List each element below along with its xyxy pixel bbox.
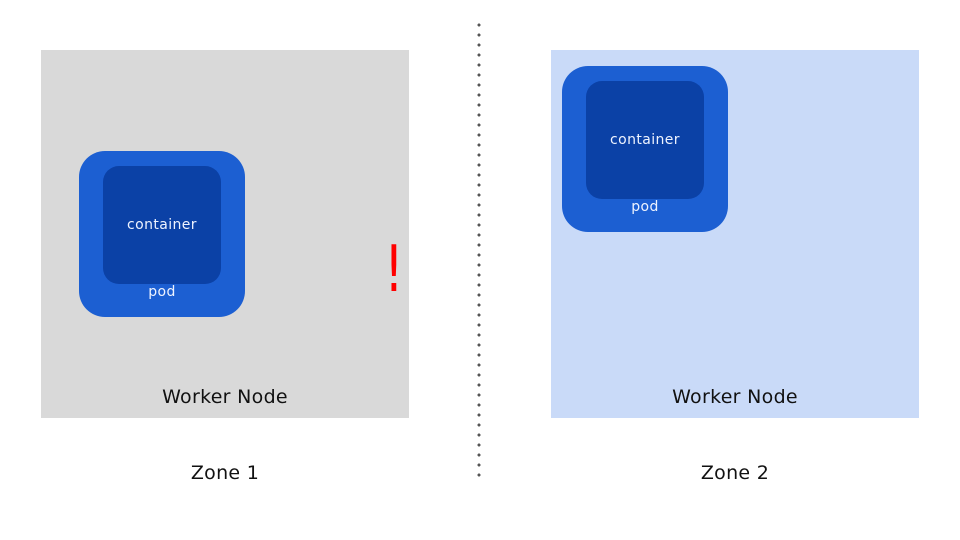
worker-node-label: Worker Node <box>672 386 798 408</box>
container-label: container <box>127 217 197 233</box>
pod-label: pod <box>631 199 659 215</box>
pod-zone-1: container pod <box>79 151 245 317</box>
worker-node-label: Worker Node <box>162 386 288 408</box>
pod-label: pod <box>148 284 176 300</box>
container-label: container <box>610 132 680 148</box>
alert-icon: ! <box>384 233 404 307</box>
zone-2-label: Zone 2 <box>700 462 770 484</box>
pod-zone-2: container pod <box>562 66 728 232</box>
worker-node-zone-2: container pod Worker Node <box>551 50 919 418</box>
zone-1-label: Zone 1 <box>190 462 260 484</box>
zone-divider <box>477 20 481 482</box>
container-zone-2: container <box>586 81 704 199</box>
worker-node-zone-1: container pod ! Worker Node <box>41 50 409 418</box>
container-zone-1: container <box>103 166 221 284</box>
